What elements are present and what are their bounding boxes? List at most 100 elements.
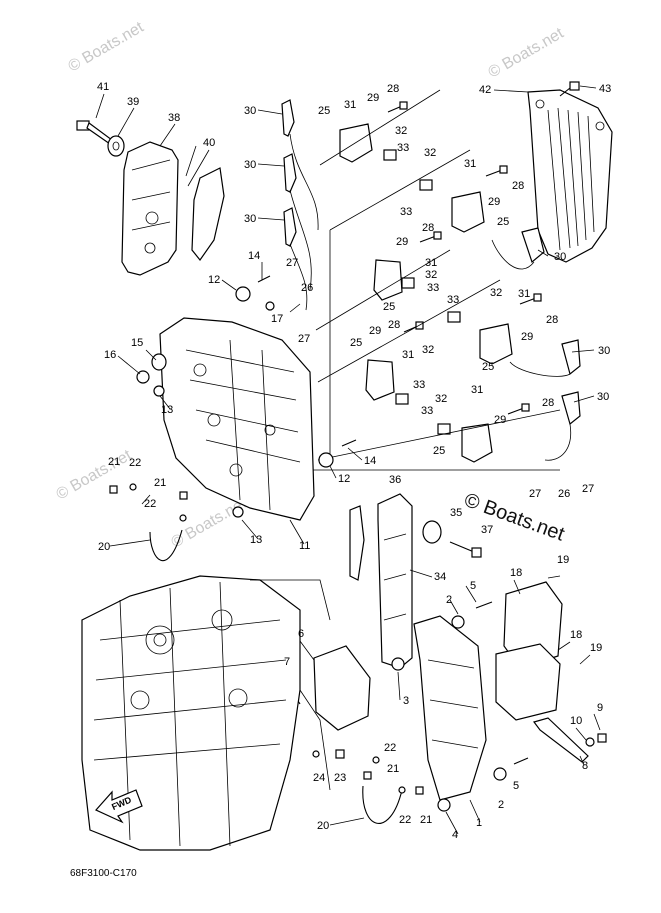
callout-21: 21 [108, 456, 120, 468]
part-12-nut [235, 286, 334, 468]
callout-33: 33 [400, 206, 412, 218]
diagram-code: 68F3100-C170 [70, 868, 137, 879]
callout-19: 19 [590, 642, 602, 654]
callout-27: 27 [298, 333, 310, 345]
callout-13: 13 [161, 404, 173, 416]
part-3-grommet [391, 657, 405, 671]
part-4-collar [437, 798, 451, 812]
callout-40: 40 [203, 137, 215, 149]
callout-22: 22 [399, 814, 411, 826]
part-40-plate [191, 167, 225, 262]
callout-29: 29 [494, 414, 506, 426]
callout-20: 20 [317, 820, 329, 832]
callout-14: 14 [248, 250, 260, 262]
callout-33: 33 [397, 142, 409, 154]
part-30-plug-cap [281, 99, 581, 426]
callout-22: 22 [129, 457, 141, 469]
part-22-washer [129, 483, 406, 794]
callout-26: 26 [558, 488, 570, 500]
part-43-screw [559, 81, 580, 97]
callout-32: 32 [435, 393, 447, 405]
callout-28: 28 [512, 180, 524, 192]
callout-33: 33 [427, 282, 439, 294]
callout-15: 15 [131, 337, 143, 349]
callout-12: 12 [338, 473, 350, 485]
callout-28: 28 [387, 83, 399, 95]
part-6-rectifier [313, 645, 371, 731]
callout-16: 16 [104, 349, 116, 361]
callout-28: 28 [542, 397, 554, 409]
part-17-bolt [265, 301, 275, 311]
part-41-bolt [76, 120, 113, 145]
watermark-faint: © Boats.net [486, 25, 568, 82]
callout-1: 1 [476, 817, 482, 829]
callout-21: 21 [387, 763, 399, 775]
part-21-screw [109, 485, 424, 795]
leader-frame-lines [300, 89, 561, 471]
callout-31: 31 [402, 349, 414, 361]
callout-20: 20 [98, 541, 110, 553]
part-28-bolt [387, 101, 542, 415]
callout-39: 39 [127, 96, 139, 108]
callout-33: 33 [447, 294, 459, 306]
callout-28: 28 [388, 319, 400, 331]
part-1-bracket [413, 615, 487, 801]
callout-2: 2 [498, 799, 504, 811]
callout-7: 7 [284, 656, 290, 668]
callout-37: 37 [481, 524, 493, 536]
callout-2: 2 [446, 594, 452, 606]
callout-29: 29 [521, 331, 533, 343]
callout-38: 38 [168, 112, 180, 124]
watermark-faint: © Boats.net [54, 447, 136, 504]
callout-35: 35 [450, 507, 462, 519]
callout-30: 30 [598, 345, 610, 357]
callout-31: 31 [464, 158, 476, 170]
fwd-arrow-icon: FWD [95, 789, 143, 824]
callout-32: 32 [425, 269, 437, 281]
callout-3: 3 [403, 695, 409, 707]
callout-23: 23 [334, 772, 346, 784]
watermark-faint: © Boats.net [66, 19, 148, 76]
callout-25: 25 [497, 216, 509, 228]
callout-22: 22 [144, 498, 156, 510]
callout-25: 25 [318, 105, 330, 117]
callout-5: 5 [470, 580, 476, 592]
callout-27: 27 [286, 257, 298, 269]
part-34-stay [377, 493, 413, 669]
part-38-bracket [121, 141, 179, 276]
part-25-ignition-coil [339, 123, 513, 463]
callout-22: 22 [384, 742, 396, 754]
part-5-bolt [475, 601, 529, 765]
part-23-bolt [335, 749, 345, 759]
callout-42: 42 [479, 84, 491, 96]
callout-30: 30 [554, 251, 566, 263]
callout-27: 27 [529, 488, 541, 500]
callout-11: 11 [299, 540, 310, 552]
callout-24: 24 [313, 772, 325, 784]
part-37-bolt [449, 541, 482, 558]
part-42-cover [527, 89, 613, 263]
callout-30: 30 [597, 391, 609, 403]
callout-labels: 41 39 38 40 30 30 30 25 31 29 28 32 33 4… [97, 81, 611, 841]
callout-21: 21 [420, 814, 432, 826]
callout-17: 17 [271, 313, 283, 325]
callout-10: 10 [570, 715, 582, 727]
callout-30: 30 [244, 213, 256, 225]
callout-32: 32 [422, 344, 434, 356]
callout-32: 32 [490, 287, 502, 299]
callout-32: 32 [395, 125, 407, 137]
part-18-cdi-unit [495, 581, 563, 721]
callout-25: 25 [482, 361, 494, 373]
callout-26: 26 [301, 282, 313, 294]
callout-29: 29 [396, 236, 408, 248]
callout-31: 31 [471, 384, 483, 396]
plug-lead-wire [289, 133, 572, 461]
part-24-washer [312, 750, 320, 758]
callout-27: 27 [582, 483, 594, 495]
callout-5: 5 [513, 780, 519, 792]
callout-6: 6 [298, 628, 304, 640]
part-13-bolt [153, 385, 244, 518]
part-36-bracket [349, 505, 365, 581]
callout-18: 18 [510, 567, 522, 579]
